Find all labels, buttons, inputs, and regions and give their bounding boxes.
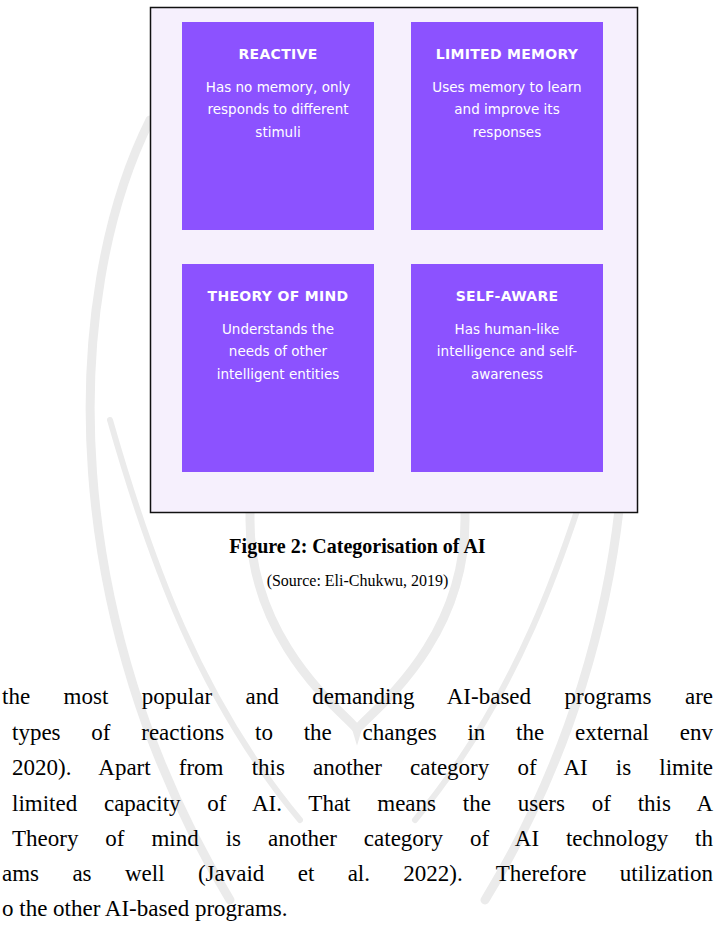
box-body: Has no memory, only responds to differen… <box>200 76 356 145</box>
box-heading: LIMITED MEMORY <box>429 46 585 64</box>
body-text-line: the most popular and demanding AI-based … <box>2 683 713 711</box>
category-box: SELF-AWARE Has human-like intelligence an… <box>411 264 603 472</box>
figure-caption: Figure 2: Categorisation of AI <box>0 535 715 558</box>
category-box: REACTIVE Has no memory, only responds to … <box>182 22 374 230</box>
box-body: Uses memory to learn and improve its res… <box>429 76 585 145</box>
box-heading: SELF-AWARE <box>429 288 585 306</box>
body-text-line: 2020). Apart from this another category … <box>12 754 713 782</box>
source-note: (Source: Eli-Chukwu, 2019) <box>0 572 715 590</box>
figure-frame <box>151 8 638 513</box>
body-text-line: limited capacity of AI. That means the u… <box>12 790 713 818</box>
category-box: LIMITED MEMORY Uses memory to learn and i… <box>411 22 603 230</box>
body-text-line: Theory of mind is another category of AI… <box>12 825 713 853</box>
box-body: Has human-like intelligence and self-awa… <box>429 318 585 387</box>
box-heading: THEORY OF MIND <box>200 288 356 306</box>
box-heading: REACTIVE <box>200 46 356 64</box>
body-text-line: types of reactions to the changes in the… <box>12 719 713 747</box>
category-box: THEORY OF MIND Understands the needs of o… <box>182 264 374 472</box>
box-body: Understands the needs of other intellige… <box>200 318 356 387</box>
body-text-line: ams as well (Javaid et al. 2022). Theref… <box>2 860 713 888</box>
body-text-line: o the other AI-based programs. <box>2 895 288 923</box>
